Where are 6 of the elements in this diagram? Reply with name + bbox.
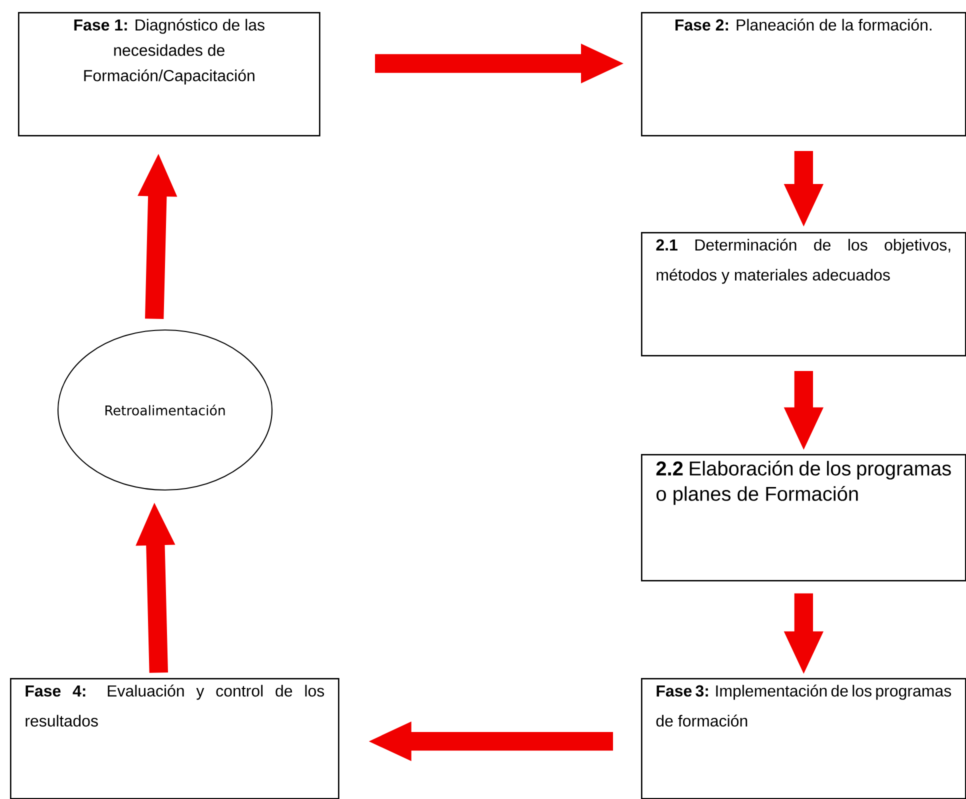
- phase-box: Fase 2: Planeación de la formación.: [641, 12, 966, 136]
- phase-box: 2.2 Elaboración de los programas o planes de Formación: [641, 454, 966, 582]
- phase-box: Fase 3: Implementación de los programas de formación: [641, 678, 966, 799]
- phase-box: Fase 4: Evaluación y control de los resultados: [10, 678, 340, 799]
- phase-box: Fase 1: Diagnóstico de las necesidades de Formación/Capacitación: [18, 12, 320, 136]
- phase-box: 2.1 Determinación de los objetivos, métodos y materiales adecuados: [641, 232, 966, 356]
